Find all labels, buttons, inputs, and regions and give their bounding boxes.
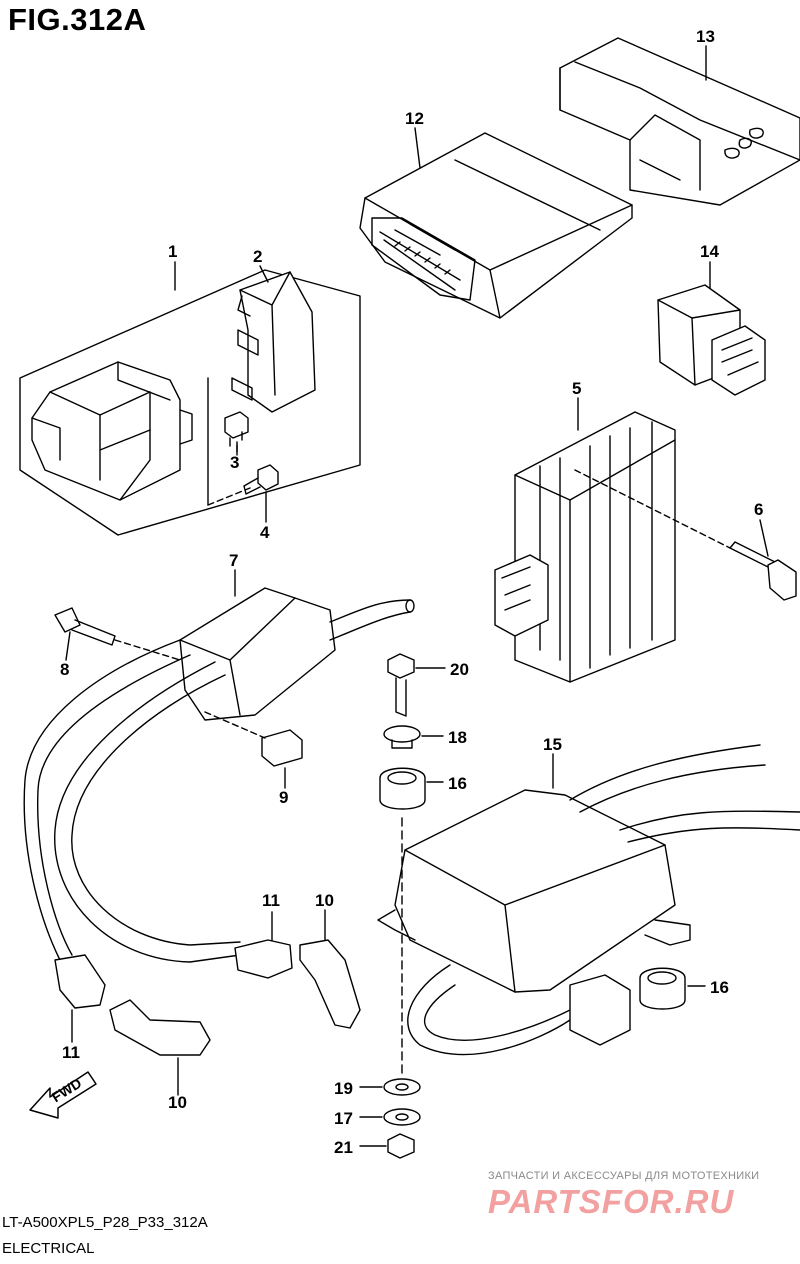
bolt-coil — [54, 607, 116, 646]
callout-12: 12 — [405, 109, 424, 128]
ecm-cover — [559, 37, 800, 206]
callout-9: 9 — [279, 788, 288, 807]
callout-15: 15 — [543, 735, 562, 754]
callout-1: 1 — [168, 242, 177, 261]
ecm-unit — [359, 132, 633, 319]
plug-cap-10-right — [299, 939, 361, 1029]
figure-title: FIG.312A — [8, 2, 147, 37]
washer-19 — [383, 1078, 421, 1096]
callout-5: 5 — [572, 379, 581, 398]
control-module — [377, 744, 800, 1056]
callout-10-right: 10 — [315, 891, 334, 910]
grommet-16-upper — [379, 767, 426, 810]
bolt-20 — [387, 653, 415, 717]
callout-2: 2 — [253, 247, 262, 266]
regulator-rectifier — [494, 411, 676, 683]
callout-7: 7 — [229, 551, 238, 570]
ht-leads — [23, 639, 241, 963]
callout-19: 19 — [334, 1079, 353, 1098]
group-outline-relay — [19, 269, 361, 536]
washer-18 — [383, 725, 421, 749]
callout-10-left: 10 — [168, 1093, 187, 1112]
model-code: LT-A500XPL5_P28_P33_312A — [2, 1214, 208, 1231]
starter-relay — [31, 361, 193, 501]
callout-4: 4 — [260, 523, 270, 542]
nut-21 — [387, 1133, 415, 1159]
callout-11-left: 11 — [62, 1043, 80, 1062]
watermark-tagline: ЗАПЧАСТИ И АКСЕССУАРЫ ДЛЯ МОТОТЕХНИКИ — [488, 1170, 760, 1182]
grommet-16-lower — [639, 967, 686, 1010]
collar — [261, 729, 303, 767]
fuse — [224, 411, 249, 447]
fwd-arrow-icon: FWD — [29, 1071, 97, 1119]
callout-14: 14 — [700, 242, 719, 261]
screw-relay — [243, 464, 279, 495]
callout-21: 21 — [334, 1138, 353, 1157]
callout-17: 17 — [334, 1109, 353, 1128]
callout-18: 18 — [448, 728, 467, 747]
callout-11-right: 11 — [262, 891, 280, 910]
bolt-regulator — [729, 541, 797, 601]
callout-16-lower: 16 — [710, 978, 729, 997]
leader-lines — [65, 45, 769, 1147]
ignition-coil — [179, 587, 415, 721]
cap-11-left — [54, 954, 106, 1009]
relay-cover — [231, 271, 316, 413]
coupler-connector — [657, 284, 766, 396]
section-name: ELECTRICAL — [2, 1240, 95, 1257]
callout-6: 6 — [754, 500, 763, 519]
washer-17 — [383, 1108, 421, 1126]
watermark-brand: PARTSFOR.RU — [488, 1183, 735, 1220]
cap-11-right — [234, 939, 293, 979]
callout-13: 13 — [696, 27, 715, 46]
callout-20: 20 — [450, 660, 469, 679]
callout-16-upper: 16 — [448, 774, 467, 793]
plug-cap-10-left — [109, 999, 211, 1056]
callout-8: 8 — [60, 660, 69, 679]
callout-3: 3 — [230, 453, 239, 472]
